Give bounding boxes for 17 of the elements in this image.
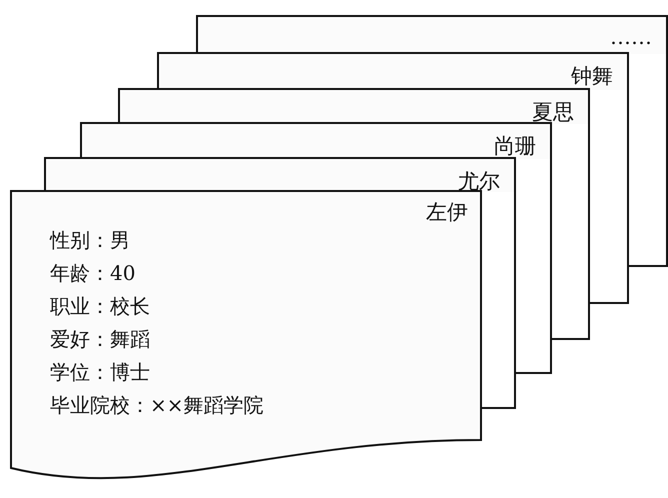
profile-field: 毕业院校：××舞蹈学院 bbox=[50, 389, 264, 422]
document-card bbox=[80, 122, 552, 159]
card-name: 钟舞 bbox=[571, 63, 613, 90]
card-name: 左伊 bbox=[426, 199, 468, 226]
document-card bbox=[118, 88, 590, 124]
document-card bbox=[196, 15, 668, 54]
profile-field: 性别：男 bbox=[50, 224, 264, 257]
document-card bbox=[44, 157, 516, 192]
card-name: …… bbox=[610, 25, 652, 49]
document-card bbox=[157, 52, 629, 90]
card-name: 夏思 bbox=[532, 99, 574, 126]
card-name: 尚珊 bbox=[494, 133, 536, 160]
profile-field: 学位：博士 bbox=[50, 356, 264, 389]
profile-field: 爱好：舞蹈 bbox=[50, 323, 264, 356]
profile-field: 职业：校长 bbox=[50, 290, 264, 323]
profile-field: 年龄：40 bbox=[50, 257, 264, 290]
card-name: 尤尔 bbox=[458, 168, 500, 195]
